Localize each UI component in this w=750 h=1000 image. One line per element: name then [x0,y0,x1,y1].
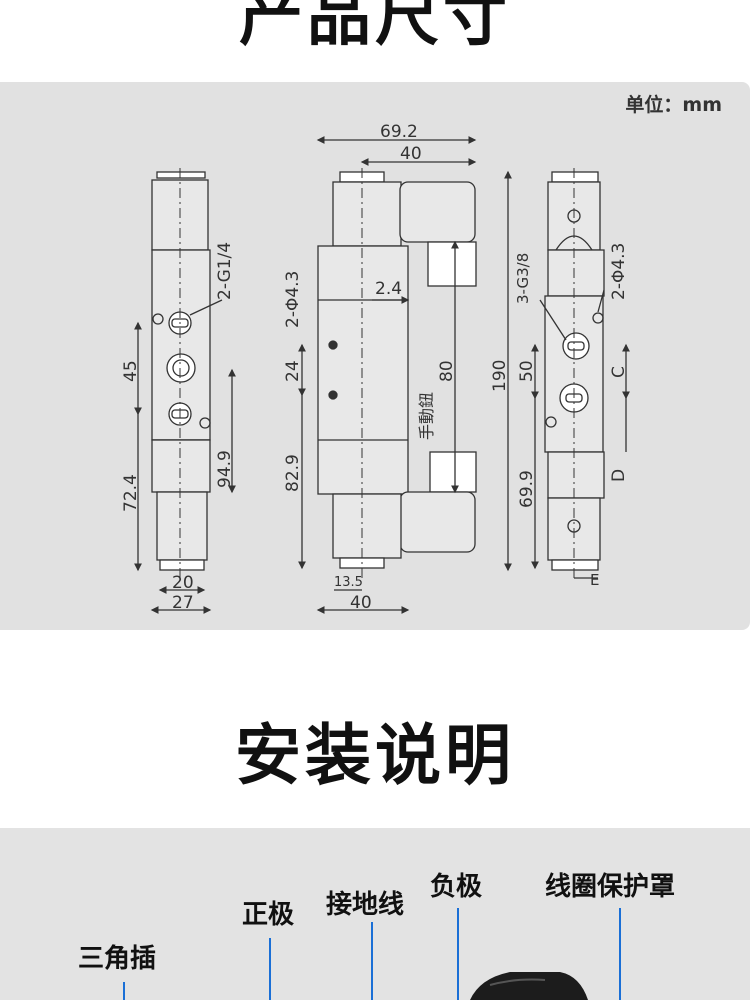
manual-button-label: 手動鈕 [417,392,436,440]
left-dim-94-9: 94.9 [215,450,235,488]
dimension-drawing: 2-G1/4 45 72.4 94.9 20 27 69.2 40 2.4 [121,122,630,614]
mid-dim-80: 80 [437,360,457,382]
left-dim-45: 45 [121,360,141,382]
mid-dim-13-5: 13.5 [334,575,363,590]
right-dim-69-9: 69.9 [517,470,537,508]
right-thread-label: 3-G3/8 [514,253,532,304]
right-dim-e: E [590,571,599,589]
mid-dim-40-bottom: 40 [350,593,372,613]
label-negative: 负极 [430,872,483,902]
label-triangle-plug: 三角插 [78,944,157,974]
label-coil-cover: 线圈保护罩 [545,872,676,902]
left-dim-27: 27 [172,593,194,613]
label-positive: 正极 [242,900,295,930]
mid-dim-2-4: 2.4 [375,279,402,299]
pointer-line [269,938,271,1000]
pointer-line [457,908,459,1000]
left-dim-20: 20 [172,573,194,593]
install-panel [0,828,750,1000]
label-ground: 接地线 [326,890,405,920]
pointer-line [123,982,125,1000]
mid-dim-40-top: 40 [400,144,422,164]
mid-hole-label: 2-Φ4.3 [283,271,303,328]
install-title: 安装说明 [235,717,515,794]
left-dim-72-4: 72.4 [121,474,141,512]
right-dim-190: 190 [490,360,510,392]
left-view [134,168,236,614]
right-hole-label: 2-Φ4.3 [609,243,629,300]
pointer-line [619,908,621,1000]
mid-dim-69-2: 69.2 [380,122,418,142]
middle-view [298,136,477,614]
mid-dim-82-9: 82.9 [283,454,303,492]
right-dim-c: C [609,366,629,378]
right-dim-d: D [609,469,629,482]
right-view [504,168,630,580]
pointer-line [371,922,373,1000]
unit-label: 单位：mm [625,94,722,116]
mid-dim-24: 24 [283,360,303,382]
left-thread-label: 2-G1/4 [215,242,235,300]
page-title: 产品尺寸 [239,0,511,55]
right-dim-50: 50 [517,360,537,382]
